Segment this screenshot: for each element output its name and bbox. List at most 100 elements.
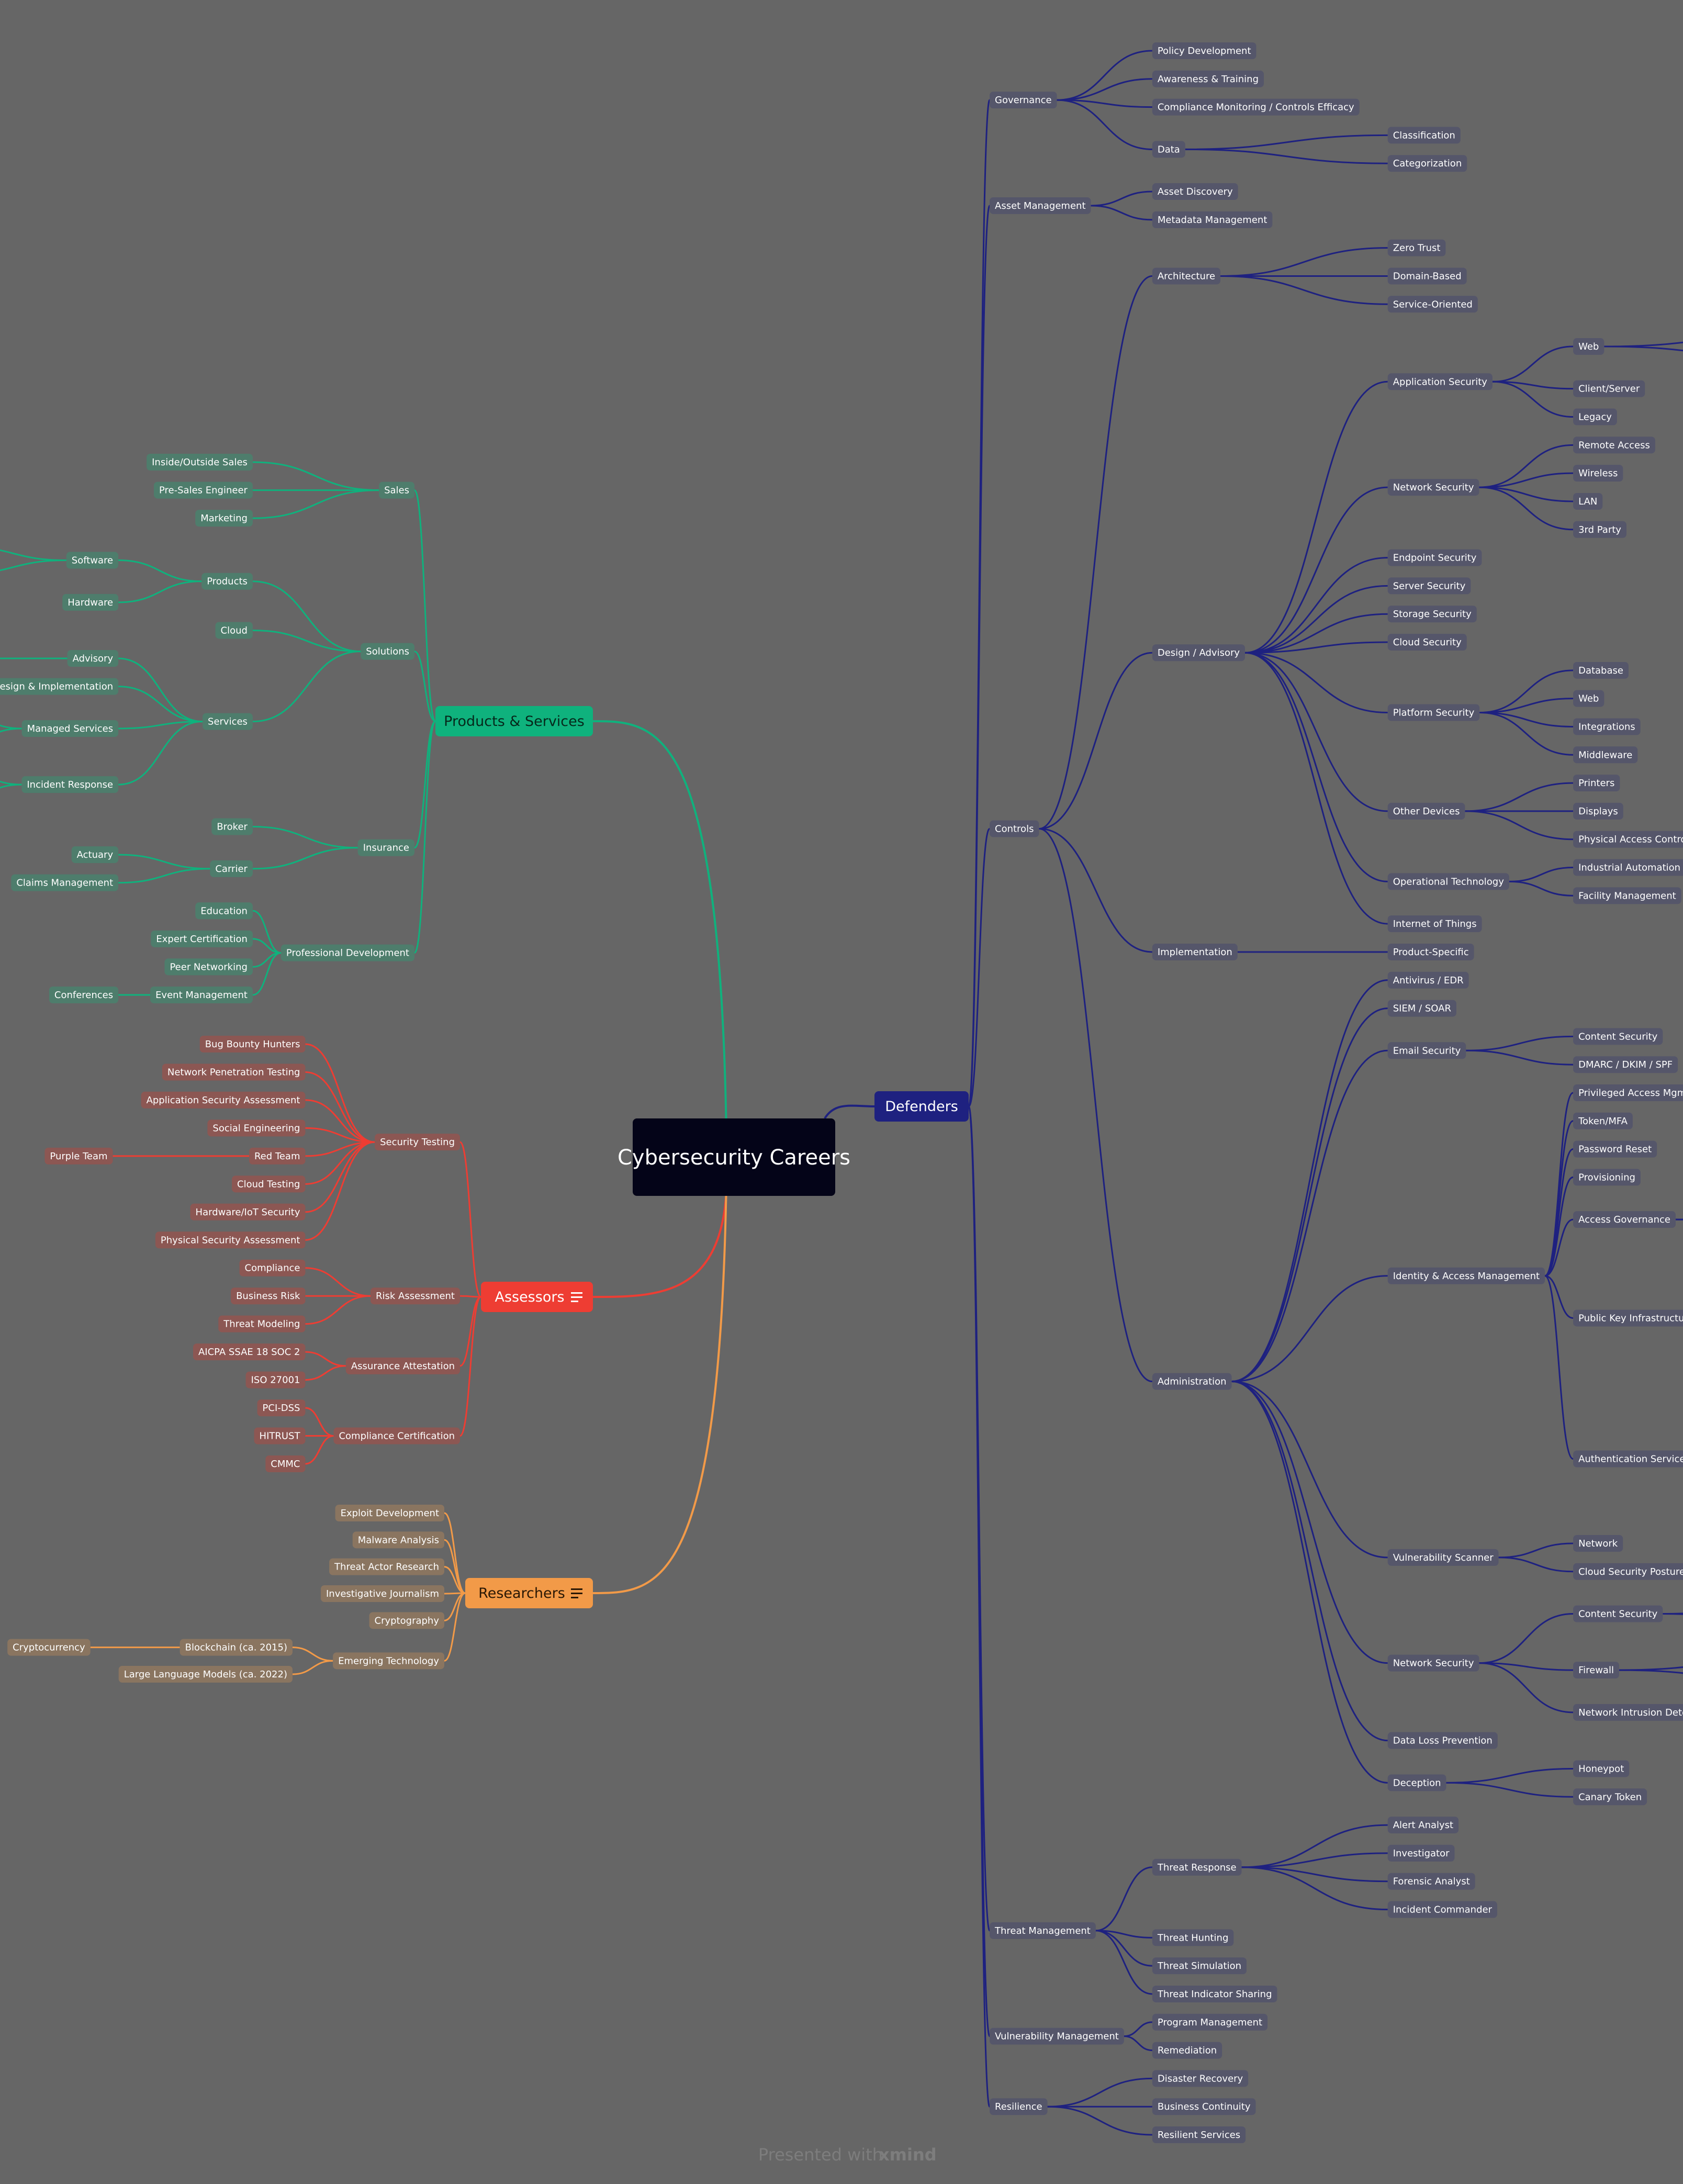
topic-legacy[interactable]: Legacy: [1573, 408, 1617, 425]
topic-privileged-access-mgmt[interactable]: Privileged Access Mgmt: [1573, 1084, 1683, 1101]
topic-vulnerability-management[interactable]: Vulnerability Management: [990, 2028, 1124, 2045]
topic-threat-actor-research[interactable]: Threat Actor Research: [329, 1558, 444, 1575]
topic-resilience[interactable]: Resilience: [990, 2098, 1048, 2115]
topic-cloud-testing[interactable]: Cloud Testing: [232, 1175, 306, 1193]
topic-threat-indicator-sharing[interactable]: Threat Indicator Sharing: [1152, 1985, 1277, 2002]
topic-application-security-assessment[interactable]: Application Security Assessment: [141, 1091, 306, 1108]
topic-blockchain-ca-2015[interactable]: Blockchain (ca. 2015): [179, 1639, 293, 1656]
topic-honeypot[interactable]: Honeypot: [1573, 1760, 1630, 1777]
topic-claims-management[interactable]: Claims Management: [11, 874, 119, 891]
topic-policy-development[interactable]: Policy Development: [1152, 42, 1256, 59]
topic-integrations[interactable]: Integrations: [1573, 718, 1641, 735]
topic-forensic-analyst[interactable]: Forensic Analyst: [1387, 1873, 1475, 1890]
topic-zero-trust[interactable]: Zero Trust: [1387, 239, 1446, 256]
topic-operational-technology[interactable]: Operational Technology: [1387, 873, 1509, 890]
topic-physical-access-control[interactable]: Physical Access Control: [1573, 831, 1683, 848]
topic-compliance-monitoring-controls-efficacy[interactable]: Compliance Monitoring / Controls Efficac…: [1152, 98, 1360, 116]
topic-displays[interactable]: Displays: [1573, 802, 1623, 820]
topic-malware-analysis[interactable]: Malware Analysis: [352, 1531, 444, 1549]
topic-services[interactable]: Services: [203, 713, 253, 730]
topic-facility-management[interactable]: Facility Management: [1573, 887, 1681, 904]
main-topic-products[interactable]: Products & Services: [435, 706, 593, 736]
topic-design-advisory[interactable]: Design / Advisory: [1152, 644, 1246, 662]
topic-implementation[interactable]: Implementation: [1152, 943, 1238, 960]
notes-icon[interactable]: [571, 1292, 582, 1302]
topic-remote-access[interactable]: Remote Access: [1573, 436, 1655, 454]
topic-threat-response[interactable]: Threat Response: [1152, 1858, 1242, 1876]
topic-pci-dss[interactable]: PCI-DSS: [257, 1399, 306, 1417]
topic-network-penetration-testing[interactable]: Network Penetration Testing: [162, 1063, 306, 1081]
topic-expert-certification[interactable]: Expert Certification: [151, 930, 253, 947]
topic-server-security[interactable]: Server Security: [1387, 577, 1471, 595]
topic-purple-team[interactable]: Purple Team: [44, 1147, 113, 1164]
topic-incident-response[interactable]: Incident Response: [21, 776, 119, 793]
topic-bug-bounty-hunters[interactable]: Bug Bounty Hunters: [199, 1036, 306, 1052]
topic-network-intrusion-detection-and-prevention[interactable]: Network Intrusion Detection & Prevention: [1573, 1704, 1683, 1721]
topic-deception[interactable]: Deception: [1387, 1774, 1446, 1791]
topic-categorization[interactable]: Categorization: [1387, 155, 1467, 172]
topic-business-continuity[interactable]: Business Continuity: [1152, 2098, 1256, 2115]
topic-emerging-technology[interactable]: Emerging Technology: [333, 1652, 444, 1670]
topic-large-language-models-ca-2022[interactable]: Large Language Models (ca. 2022): [118, 1666, 293, 1683]
topic-web[interactable]: Web: [1573, 338, 1605, 355]
topic-risk-assessment[interactable]: Risk Assessment: [370, 1287, 460, 1305]
topic-dmarc-dkim-spf[interactable]: DMARC / DKIM / SPF: [1573, 1056, 1678, 1073]
topic-business-risk[interactable]: Business Risk: [231, 1287, 306, 1305]
topic-network-security[interactable]: Network Security: [1387, 1654, 1479, 1672]
topic-assurance-attestation[interactable]: Assurance Attestation: [345, 1357, 460, 1374]
topic-aicpa-ssae-18-soc-2[interactable]: AICPA SSAE 18 SOC 2: [193, 1343, 306, 1361]
notes-icon[interactable]: [571, 1588, 582, 1598]
topic-software[interactable]: Software: [66, 552, 119, 569]
topic-internet-of-things[interactable]: Internet of Things: [1387, 915, 1482, 933]
topic-identity-and-access-management[interactable]: Identity & Access Management: [1387, 1267, 1545, 1284]
topic-asset-management[interactable]: Asset Management: [990, 197, 1091, 214]
topic-token-mfa[interactable]: Token/MFA: [1573, 1112, 1633, 1129]
topic-architecture[interactable]: Architecture: [1152, 267, 1221, 285]
topic-vulnerability-scanner[interactable]: Vulnerability Scanner: [1387, 1549, 1499, 1566]
topic-program-management[interactable]: Program Management: [1152, 2013, 1268, 2031]
topic-antivirus-edr[interactable]: Antivirus / EDR: [1387, 971, 1469, 989]
topic-event-management[interactable]: Event Management: [150, 987, 253, 1003]
topic-lan[interactable]: LAN: [1573, 492, 1603, 510]
topic-education[interactable]: Education: [195, 902, 253, 920]
topic-industrial-automation[interactable]: Industrial Automation: [1573, 859, 1683, 876]
topic-password-reset[interactable]: Password Reset: [1573, 1140, 1657, 1158]
topic-data[interactable]: Data: [1152, 141, 1185, 158]
topic-cloud[interactable]: Cloud: [215, 622, 253, 639]
topic-insurance[interactable]: Insurance: [357, 839, 414, 856]
topic-other-devices[interactable]: Other Devices: [1387, 802, 1465, 820]
topic-asset-discovery[interactable]: Asset Discovery: [1152, 183, 1238, 200]
topic-content-security[interactable]: Content Security: [1573, 1605, 1663, 1622]
topic-awareness-and-training[interactable]: Awareness & Training: [1152, 70, 1264, 87]
topic-hardware-iot-security[interactable]: Hardware/IoT Security: [190, 1203, 306, 1220]
topic-3rd-party[interactable]: 3rd Party: [1573, 521, 1626, 538]
topic-domain-based[interactable]: Domain-Based: [1387, 267, 1467, 285]
topic-inside-outside-sales[interactable]: Inside/Outside Sales: [147, 454, 253, 471]
topic-database[interactable]: Database: [1573, 662, 1629, 679]
topic-metadata-management[interactable]: Metadata Management: [1152, 211, 1273, 228]
topic-printers[interactable]: Printers: [1573, 775, 1620, 792]
topic-broker[interactable]: Broker: [211, 818, 253, 835]
topic-firewall[interactable]: Firewall: [1573, 1662, 1619, 1679]
topic-managed-services[interactable]: Managed Services: [21, 720, 119, 737]
topic-red-team[interactable]: Red Team: [249, 1147, 306, 1164]
main-topic-defenders[interactable]: Defenders: [874, 1091, 969, 1122]
central-topic[interactable]: Cybersecurity Careers: [618, 1118, 850, 1196]
topic-physical-security-assessment[interactable]: Physical Security Assessment: [155, 1231, 306, 1249]
topic-email-security[interactable]: Email Security: [1387, 1042, 1466, 1059]
topic-compliance-certification[interactable]: Compliance Certification: [333, 1427, 460, 1444]
topic-social-engineering[interactable]: Social Engineering: [207, 1119, 306, 1137]
topic-incident-commander[interactable]: Incident Commander: [1387, 1901, 1497, 1918]
topic-cryptocurrency[interactable]: Cryptocurrency: [7, 1639, 91, 1656]
topic-carrier[interactable]: Carrier: [210, 860, 253, 877]
topic-marketing[interactable]: Marketing: [195, 510, 253, 527]
topic-compliance[interactable]: Compliance: [239, 1259, 306, 1276]
topic-access-governance[interactable]: Access Governance: [1573, 1211, 1676, 1228]
main-topic-assessors[interactable]: Assessors: [481, 1282, 593, 1312]
topic-storage-security[interactable]: Storage Security: [1387, 606, 1477, 623]
topic-hardware[interactable]: Hardware: [62, 593, 119, 611]
topic-conferences[interactable]: Conferences: [49, 987, 119, 1003]
topic-product-specific[interactable]: Product-Specific: [1387, 943, 1474, 960]
topic-security-testing[interactable]: Security Testing: [375, 1134, 460, 1151]
topic-administration[interactable]: Administration: [1152, 1373, 1232, 1390]
